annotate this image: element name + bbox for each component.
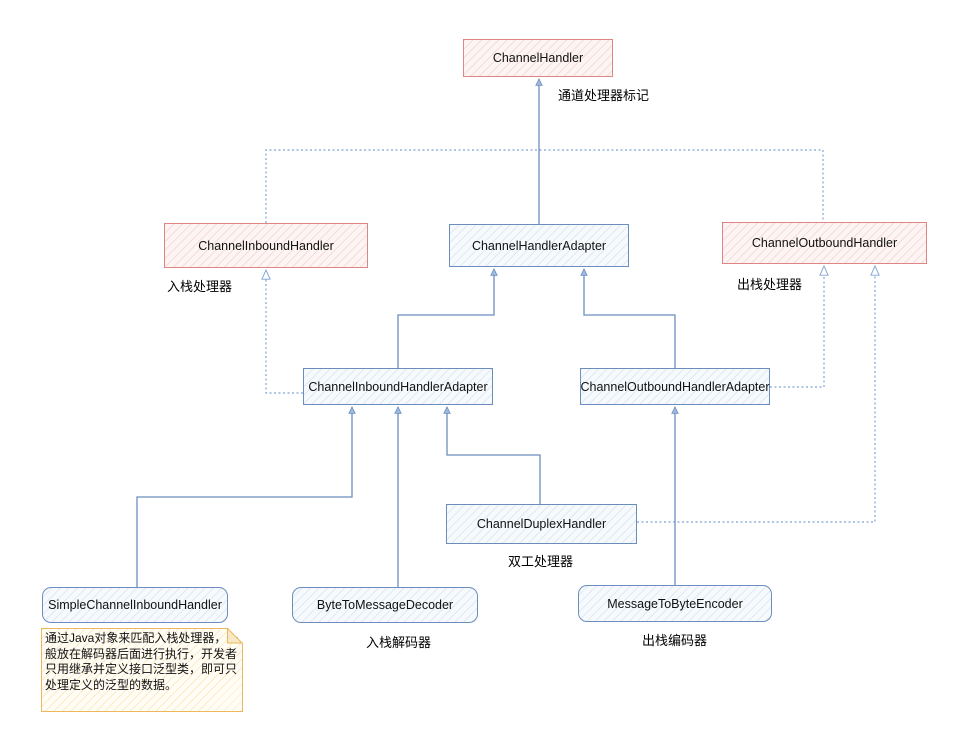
- node-channel-outbound-handler: ChannelOutboundHandler: [722, 222, 927, 264]
- node-message-to-byte-encoder: MessageToByteEncoder: [578, 585, 772, 622]
- sticky-note: 通过Java对象来匹配入栈处理器，一般放在解码器后面进行执行，开发者只用继承并定…: [41, 628, 243, 712]
- edge-simple-to-inboundadapter: [136, 407, 352, 587]
- edge-inboundadapter-to-adapter: [397, 269, 494, 368]
- annotation-inbound-handler: 入栈处理器: [167, 279, 233, 294]
- node-channel-inbound-handler: ChannelInboundHandler: [164, 223, 368, 268]
- node-channel-outbound-handler-adapter: ChannelOutboundHandlerAdapter: [580, 368, 770, 405]
- annotation-encoder: 出栈编码器: [642, 633, 708, 648]
- node-simple-channel-inbound-handler: SimpleChannelInboundHandler: [42, 587, 228, 623]
- edge-outboundadapter-to-adapter: [584, 269, 676, 368]
- edge-duplex-to-inboundadapter: [447, 407, 541, 504]
- sticky-note-fold-icon: [227, 628, 243, 644]
- annotation-outbound-handler: 出栈处理器: [737, 277, 803, 292]
- edge-outboundadapter-to-outboundhandler: [770, 266, 824, 388]
- node-byte-to-message-decoder: ByteToMessageDecoder: [292, 587, 478, 623]
- node-channel-handler: ChannelHandler: [463, 39, 613, 77]
- annotation-channel-handler: 通道处理器标记: [558, 88, 650, 103]
- edge-inboundadapter-to-inboundhandler: [266, 270, 303, 394]
- edge-inbound-outbound-to-channelhandler: [265, 149, 824, 223]
- annotation-decoder: 入栈解码器: [366, 635, 432, 650]
- annotation-duplex-handler: 双工处理器: [508, 554, 574, 569]
- node-channel-duplex-handler: ChannelDuplexHandler: [446, 504, 637, 544]
- node-channel-handler-adapter: ChannelHandlerAdapter: [449, 224, 629, 267]
- node-channel-inbound-handler-adapter: ChannelInboundHandlerAdapter: [303, 368, 493, 405]
